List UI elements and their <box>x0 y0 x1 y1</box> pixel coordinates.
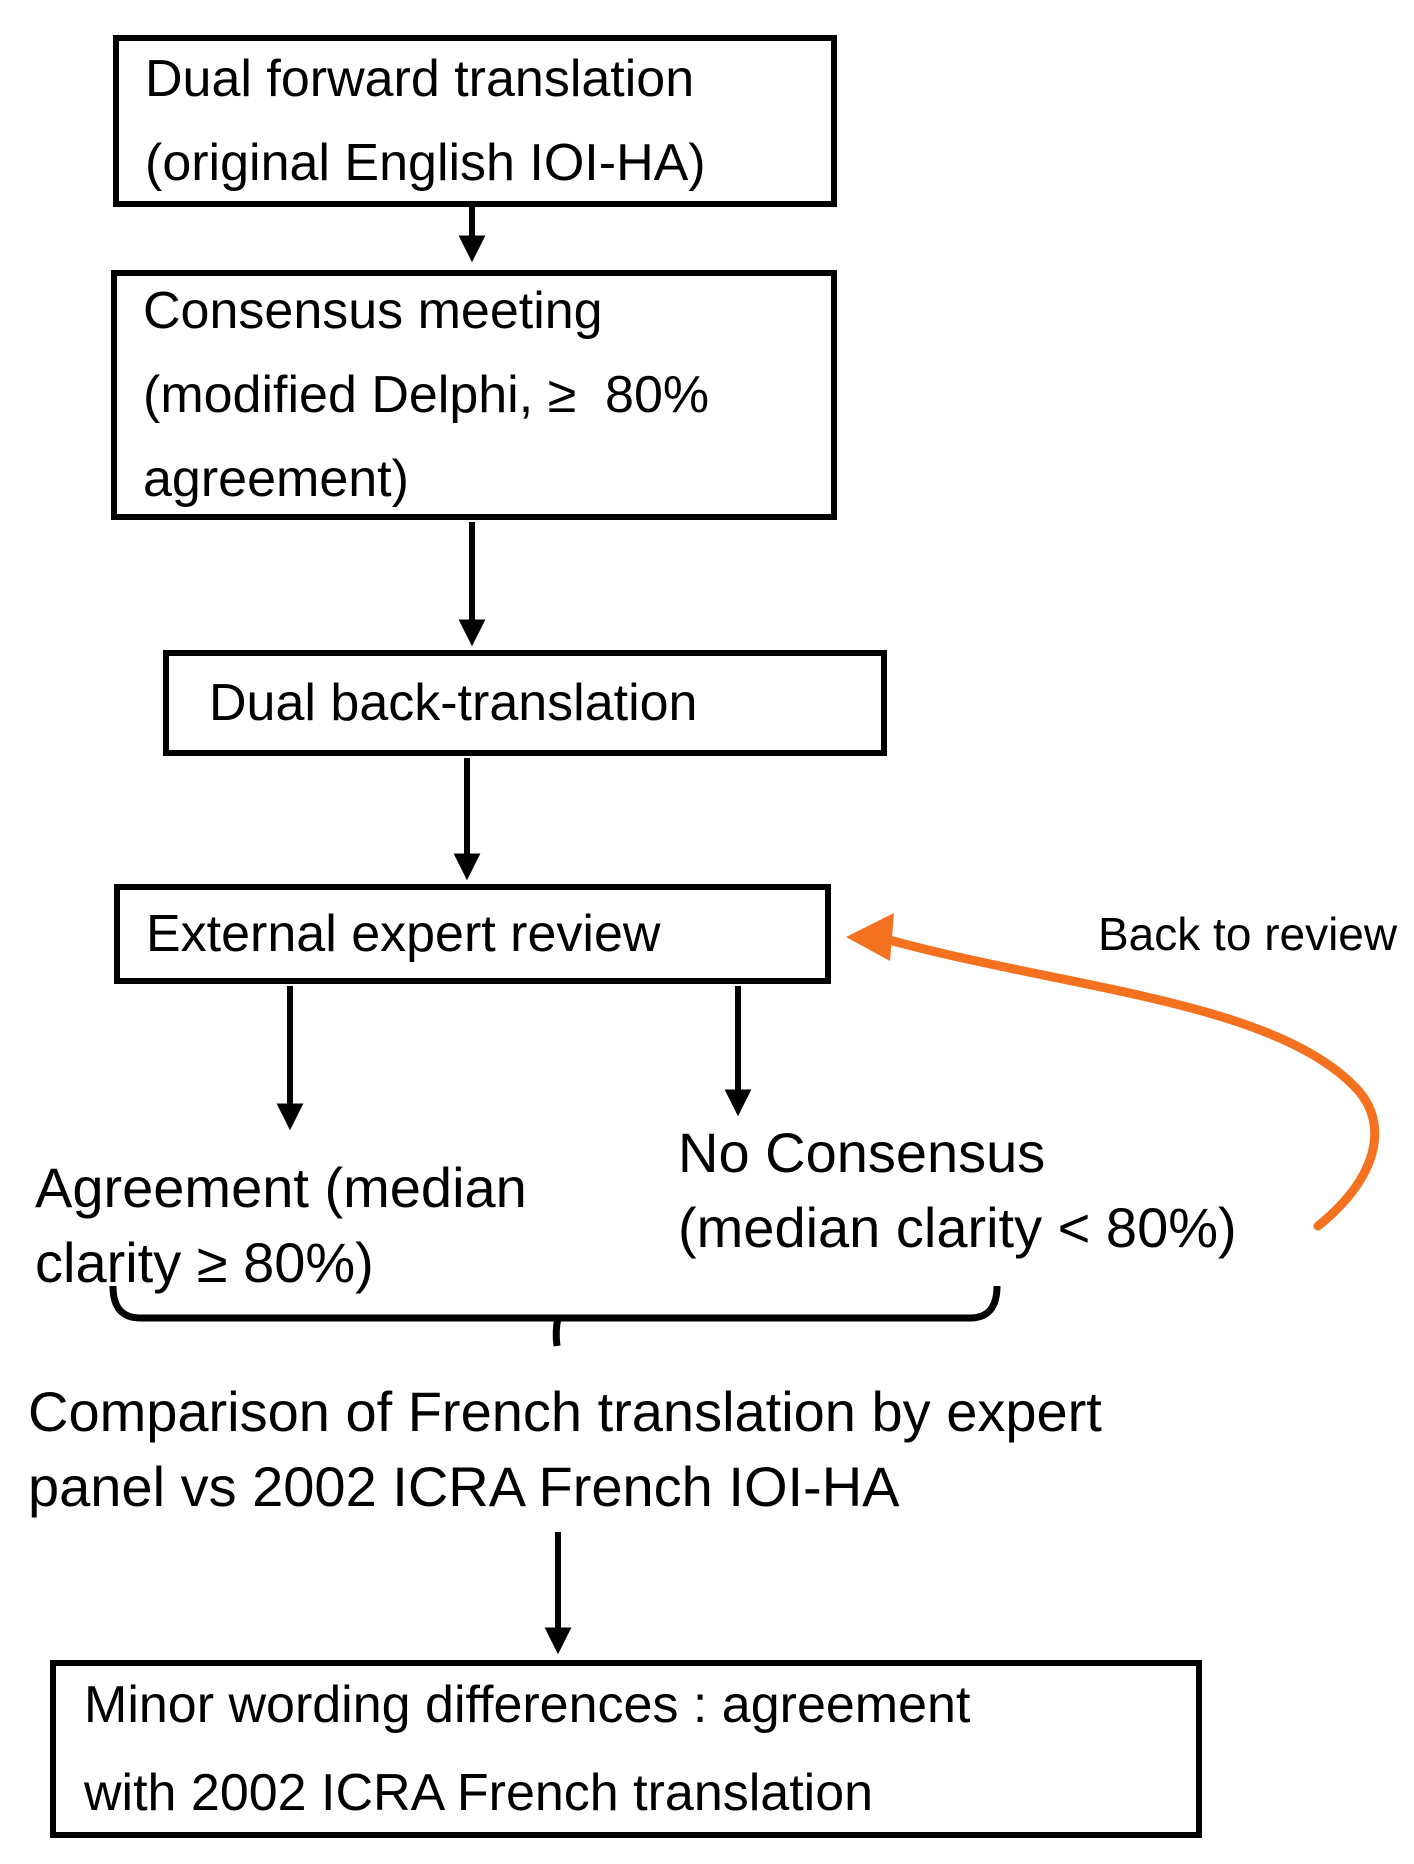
back-to-review-label: Back to review <box>1098 908 1398 960</box>
feedback-arrow-curve <box>877 933 1380 1231</box>
node-text-line: (modified Delphi, ≥ 80% <box>143 366 710 424</box>
outcome-agreement: Agreement (median clarity ≥ 80%) <box>35 1150 527 1300</box>
outcome-no-consensus: No Consensus (median clarity < 80%) <box>678 1115 1237 1265</box>
node-text-line: Dual forward translation <box>145 50 695 108</box>
comparison-step-label: Comparison of French translation by expe… <box>28 1374 1102 1524</box>
outcome-text-line: Agreement (median <box>35 1156 527 1219</box>
node-text-line: Consensus meeting <box>143 282 603 340</box>
outcome-text-line: clarity ≥ 80%) <box>35 1231 374 1294</box>
node-minor-wording-differences: Minor wording differences : agreement wi… <box>50 1660 1202 1838</box>
comparison-text-line: Comparison of French translation by expe… <box>28 1380 1102 1443</box>
node-text-line: External expert review <box>146 905 661 963</box>
node-dual-back-translation: Dual back-translation <box>163 650 887 756</box>
node-dual-forward-translation: Dual forward translation (original Engli… <box>113 35 837 207</box>
node-text-line: agreement) <box>143 450 409 508</box>
node-external-expert-review: External expert review <box>114 884 831 984</box>
node-consensus-meeting: Consensus meeting (modified Delphi, ≥ 80… <box>111 270 837 520</box>
outcome-brace-stem <box>552 1317 562 1347</box>
node-text-line: Minor wording differences : agreement <box>84 1676 971 1734</box>
node-text-line: with 2002 ICRA French translation <box>84 1764 874 1822</box>
outcome-text-line: (median clarity < 80%) <box>678 1196 1237 1259</box>
node-text-line: (original English IOI-HA) <box>145 134 706 192</box>
outcome-text-line: No Consensus <box>678 1121 1046 1184</box>
feedback-arrowhead <box>846 913 894 961</box>
node-text-line: Dual back-translation <box>209 674 698 732</box>
comparison-text-line: panel vs 2002 ICRA French IOI-HA <box>28 1455 900 1518</box>
